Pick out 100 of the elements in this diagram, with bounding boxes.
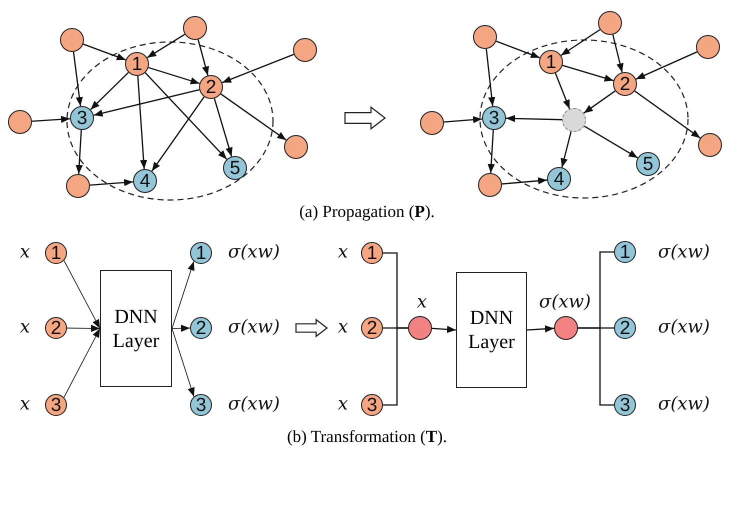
graph-node xyxy=(66,174,90,198)
graph-node xyxy=(698,133,722,157)
math-label: σ(xw) xyxy=(658,242,710,262)
node-number: 3 xyxy=(366,396,378,414)
graph-node xyxy=(408,316,432,340)
node-circle xyxy=(223,156,247,180)
arrow xyxy=(151,96,205,172)
arrow xyxy=(144,72,228,160)
arrow xyxy=(636,51,698,80)
node-number: 1 xyxy=(132,54,142,74)
node-number: 1 xyxy=(546,52,556,72)
math-label: x xyxy=(416,292,428,312)
node-circle xyxy=(199,75,223,99)
arrow xyxy=(90,178,134,186)
arrow xyxy=(72,52,83,106)
math-label: σ(xw) xyxy=(228,242,280,262)
graph-node xyxy=(554,316,578,340)
node-circle xyxy=(361,394,383,416)
arrow xyxy=(214,98,232,157)
graph-node xyxy=(473,25,497,49)
node-number: 4 xyxy=(554,170,564,188)
graph-node xyxy=(60,28,84,52)
graph-node xyxy=(183,16,207,40)
graph-node xyxy=(8,110,32,134)
figure-caption: (a) Propagation (P). xyxy=(299,202,435,222)
node-number: 2 xyxy=(620,74,630,94)
math-label: x xyxy=(338,242,348,262)
node-number: 3 xyxy=(620,396,630,414)
aggregation-node xyxy=(562,108,586,132)
node-number: 2 xyxy=(206,78,216,96)
math-label: x xyxy=(20,242,30,262)
arrow xyxy=(502,177,548,185)
arrow xyxy=(560,29,600,56)
node-number: 3 xyxy=(50,396,62,414)
node-circle xyxy=(133,169,157,193)
node-number: 5 xyxy=(230,158,240,178)
node-circle xyxy=(45,242,67,264)
graph-node xyxy=(293,38,317,62)
arrow xyxy=(634,90,701,139)
arrow xyxy=(198,39,209,76)
arrow xyxy=(32,116,70,123)
math-label: x xyxy=(20,394,30,414)
node-circle xyxy=(614,241,636,263)
node-circle xyxy=(190,242,212,264)
node-circle xyxy=(547,167,571,191)
node-circle xyxy=(45,394,67,416)
graph-node xyxy=(284,135,308,159)
arrow xyxy=(496,40,540,58)
arrow xyxy=(64,328,100,398)
graph-node xyxy=(478,173,502,197)
node-number: 3 xyxy=(76,108,88,128)
node-circle xyxy=(614,394,636,416)
arrow xyxy=(554,72,570,110)
math-label: σ(xw) xyxy=(228,394,280,414)
math-label: x xyxy=(338,316,348,338)
arrow xyxy=(220,93,287,141)
arrow xyxy=(584,126,638,158)
node-number: 2 xyxy=(50,318,62,338)
arrow xyxy=(172,260,194,329)
arrow xyxy=(83,44,126,60)
arrow xyxy=(148,66,200,84)
node-number: 1 xyxy=(196,244,206,262)
graph-node xyxy=(420,111,444,135)
figure-caption: (b) Transformation (T). xyxy=(286,427,448,447)
arrow xyxy=(444,116,482,124)
arrow xyxy=(488,130,495,174)
node-circle xyxy=(482,106,506,130)
arrow xyxy=(526,325,554,332)
layer-box xyxy=(100,270,172,387)
node-circle xyxy=(636,152,660,176)
node-number: 1 xyxy=(366,244,378,262)
arrow xyxy=(94,89,200,117)
math-label: x xyxy=(20,316,30,338)
arrow xyxy=(66,324,100,332)
math-label: σ(xw) xyxy=(228,316,280,338)
node-number: 2 xyxy=(366,318,378,338)
node-number: 4 xyxy=(140,172,150,190)
node-circle xyxy=(70,106,94,130)
graph-node xyxy=(598,11,622,35)
arrow xyxy=(137,76,148,170)
node-circle xyxy=(361,242,383,264)
node-circle xyxy=(125,52,149,76)
node-circle xyxy=(614,317,636,339)
node-number: 2 xyxy=(620,318,630,338)
node-circle xyxy=(613,72,637,96)
arrow xyxy=(432,326,456,333)
node-number: 1 xyxy=(50,244,62,262)
arrow xyxy=(222,54,294,84)
math-label: σ(xw) xyxy=(658,394,710,414)
math-label: σ(xw) xyxy=(539,292,591,312)
arrow xyxy=(612,34,624,72)
node-number: 3 xyxy=(488,108,500,128)
layer-label: DNN Layer xyxy=(467,306,516,354)
node-circle xyxy=(190,394,212,416)
arrow xyxy=(90,72,129,110)
node-number: 1 xyxy=(620,242,630,262)
arrow xyxy=(172,328,195,398)
arrow xyxy=(506,114,562,122)
node-circle xyxy=(539,50,563,74)
node-number: 3 xyxy=(196,396,206,414)
